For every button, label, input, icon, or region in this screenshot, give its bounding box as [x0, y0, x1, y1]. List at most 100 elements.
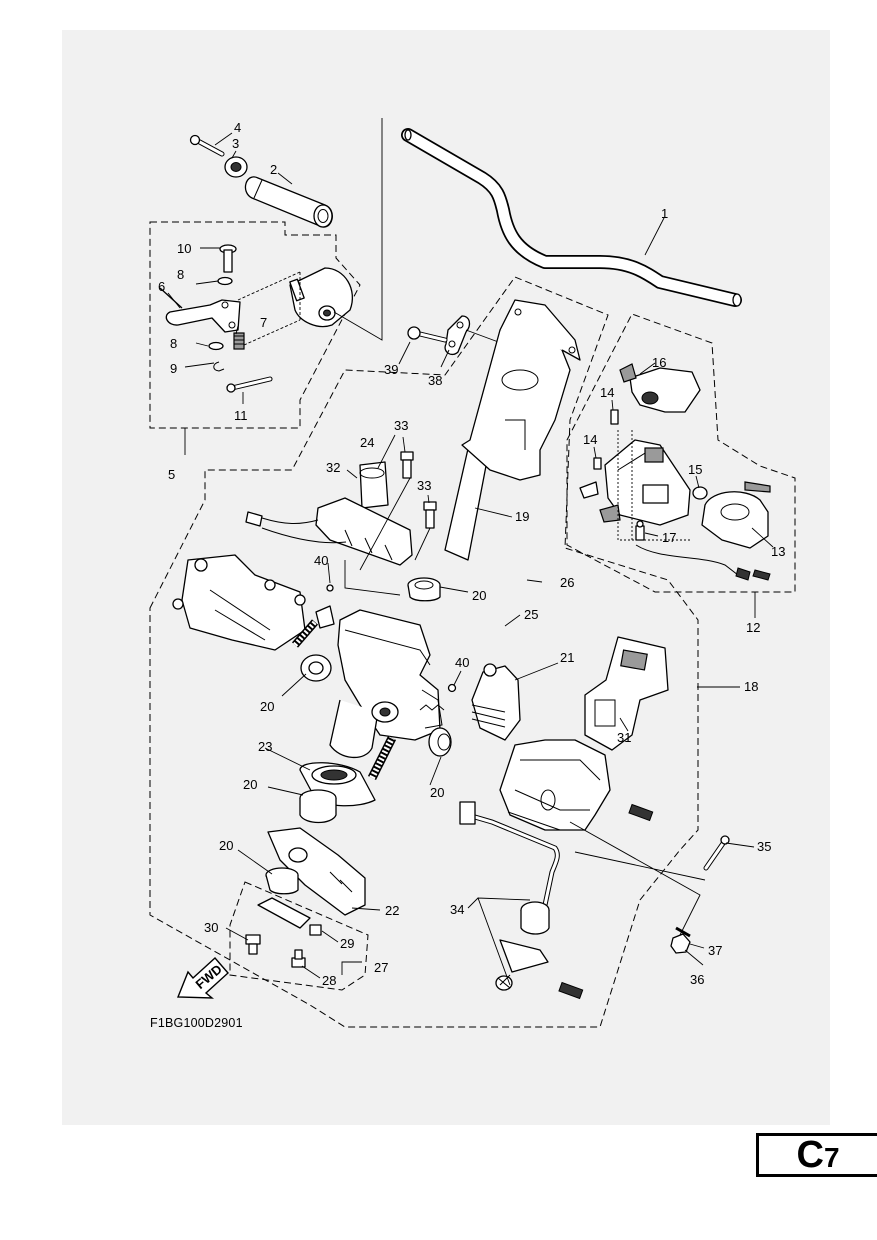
callout-30: 30 [204, 920, 218, 935]
stopper-plate [257, 897, 311, 929]
callout-14-lower: 14 [583, 432, 597, 447]
callout-19: 19 [515, 509, 529, 524]
nut-36 [670, 933, 691, 954]
callout-34: 34 [450, 902, 464, 917]
steering-bracket-clamp [444, 315, 471, 356]
callout-31: 31 [617, 730, 631, 745]
callout-17: 17 [662, 530, 676, 545]
throttle-body-housing [329, 609, 445, 759]
switch-assembly [245, 497, 413, 566]
callout-21: 21 [560, 650, 574, 665]
callout-35: 35 [757, 839, 771, 854]
callout-25: 25 [524, 607, 538, 622]
throttle-lever [159, 287, 241, 333]
callout-1: 1 [661, 206, 668, 221]
page-tab[interactable]: C 7 [756, 1133, 877, 1177]
callout-28: 28 [322, 973, 336, 988]
cover [584, 636, 669, 751]
callout-12: 12 [746, 620, 760, 635]
housing-bushing-left [300, 654, 332, 682]
small-bracket [315, 605, 335, 629]
callout-22: 22 [385, 903, 399, 918]
callout-numbers: 1 2 3 4 5 6 7 8 8 9 10 11 12 13 14 14 15… [158, 120, 785, 988]
group-outline-18 [149, 276, 699, 1028]
callout-20-seat: 20 [243, 777, 257, 792]
spring-23-side [367, 735, 397, 781]
callout-23: 23 [258, 739, 272, 754]
housing-screw [226, 376, 273, 393]
switch-bolt-lower [423, 501, 437, 529]
callout-26: 26 [560, 575, 574, 590]
circlip [213, 361, 225, 372]
bolt-30 [245, 934, 261, 955]
reference-code: F1BG100D2901 [150, 1016, 243, 1030]
throttle-actuator [471, 663, 521, 741]
clamp-bolt [407, 326, 448, 343]
screw-14-a [610, 409, 619, 425]
cable-guide [359, 461, 389, 509]
callout-3: 3 [232, 136, 239, 151]
switch-body [604, 439, 691, 526]
position-sensor [495, 901, 584, 1000]
push-button-cover [701, 481, 771, 549]
grip-end-bolt [189, 134, 225, 157]
callout-8-lower: 8 [170, 336, 177, 351]
steering-column [444, 299, 581, 561]
handlebar [401, 128, 742, 307]
lever-spring [233, 332, 245, 350]
callout-40-lower: 40 [455, 655, 469, 670]
lever-pin [219, 244, 237, 273]
callout-11: 11 [234, 408, 248, 423]
left-housing [172, 554, 306, 651]
switch-housing [629, 367, 701, 413]
page-tab-number: 7 [823, 1142, 840, 1173]
callout-7: 7 [260, 315, 267, 330]
bushing-top [407, 577, 441, 602]
group-outline-27 [229, 881, 369, 991]
nut-40-lower [447, 683, 457, 693]
switch-wire [635, 544, 739, 576]
callout-14-upper: 14 [600, 385, 614, 400]
callout-10: 10 [177, 241, 191, 256]
grommet-15 [692, 486, 708, 500]
bushing-bottom [265, 867, 299, 895]
callout-5: 5 [168, 467, 175, 482]
callout-13: 13 [771, 544, 785, 559]
grip-end-collar [224, 156, 248, 178]
nut-40-upper [326, 584, 334, 592]
callout-9: 9 [170, 361, 177, 376]
throttle-housing [289, 267, 354, 328]
screw-14-b [593, 457, 602, 470]
callout-6: 6 [158, 279, 165, 294]
throttle-grip [244, 176, 333, 228]
callout-40-upper: 40 [314, 553, 328, 568]
callout-4: 4 [234, 120, 241, 135]
leader-lines [167, 132, 774, 986]
group-outline-12 [566, 313, 796, 593]
callout-39: 39 [384, 362, 398, 377]
callout-32: 32 [326, 460, 340, 475]
control-housing [499, 739, 611, 831]
callout-15: 15 [688, 462, 702, 477]
callout-36: 36 [690, 972, 704, 987]
screw-17 [635, 520, 645, 541]
group-outline-5 [149, 221, 361, 429]
switch-bolt-upper [400, 451, 414, 479]
callout-37: 37 [708, 943, 722, 958]
clip [579, 481, 599, 499]
callout-38: 38 [428, 373, 442, 388]
callout-33-upper: 33 [394, 418, 408, 433]
callout-20-left: 20 [260, 699, 274, 714]
sensor-harness [459, 801, 560, 906]
callout-27: 27 [374, 960, 388, 975]
bolt-28 [291, 949, 306, 968]
callout-24: 24 [360, 435, 374, 450]
bushing-lower [299, 789, 337, 824]
washer-upper [217, 276, 233, 286]
bolt-35 [703, 835, 730, 871]
fwd-arrow: FWD [176, 956, 229, 999]
washer-lower [208, 341, 224, 351]
callout-8-upper: 8 [177, 267, 184, 282]
page-tab-letter: C [796, 1133, 824, 1176]
callout-18: 18 [744, 679, 758, 694]
